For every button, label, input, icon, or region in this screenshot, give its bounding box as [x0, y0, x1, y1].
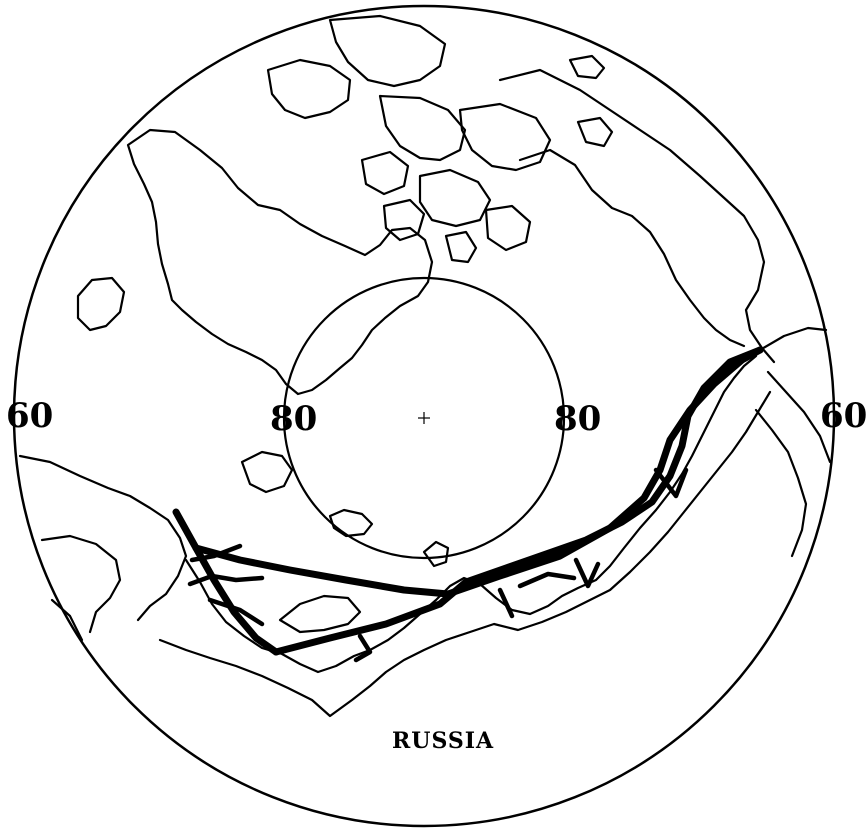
- svalbard-coastline: [240, 450, 294, 494]
- arctic-island-coastline: [444, 230, 478, 264]
- latitude-label-80-left: 80: [270, 399, 317, 439]
- russia-inland-coastline: [158, 390, 772, 718]
- severnaya-zemlya-coastline: [422, 540, 450, 568]
- arctic-island-coastline: [378, 94, 467, 162]
- franz-josef-land-coastline: [328, 508, 374, 538]
- arctic-island-coastline: [484, 204, 532, 252]
- arctic-island-coastline: [568, 54, 606, 80]
- route-main-line: [172, 508, 280, 656]
- latitude-label-60-left: 60: [6, 396, 53, 436]
- arctic-island-coastline: [360, 150, 410, 196]
- route-branch-line: [192, 346, 764, 598]
- north-pole-marker: [418, 412, 430, 424]
- country-label-russia: RUSSIA: [392, 728, 494, 754]
- novaya-zemlya-coastline: [278, 594, 362, 634]
- arctic-island-coastline: [382, 198, 426, 242]
- coastlines: [18, 14, 832, 718]
- greenland-coastline: [126, 128, 434, 396]
- latitude-label-60-right: 60: [820, 396, 866, 436]
- route-branch-line: [187, 467, 689, 663]
- arctic-island-coastline: [576, 116, 614, 148]
- europe-coastline: [18, 454, 188, 642]
- route-main-line: [272, 346, 764, 656]
- arctic-island-coastline: [418, 168, 492, 228]
- arctic-island-coastline: [458, 102, 552, 172]
- latitude-60-circle: [12, 4, 836, 828]
- latitude-label-80-right: 80: [554, 399, 601, 439]
- alaska-coastline: [754, 326, 832, 558]
- north-america-coastline: [498, 68, 776, 364]
- ellesmere-island-coastline: [266, 58, 352, 120]
- baffin-island-coastline: [328, 14, 447, 88]
- northern-sea-route: [172, 346, 764, 663]
- latitude-80-circle: [282, 276, 566, 560]
- iceland-coastline: [76, 276, 126, 332]
